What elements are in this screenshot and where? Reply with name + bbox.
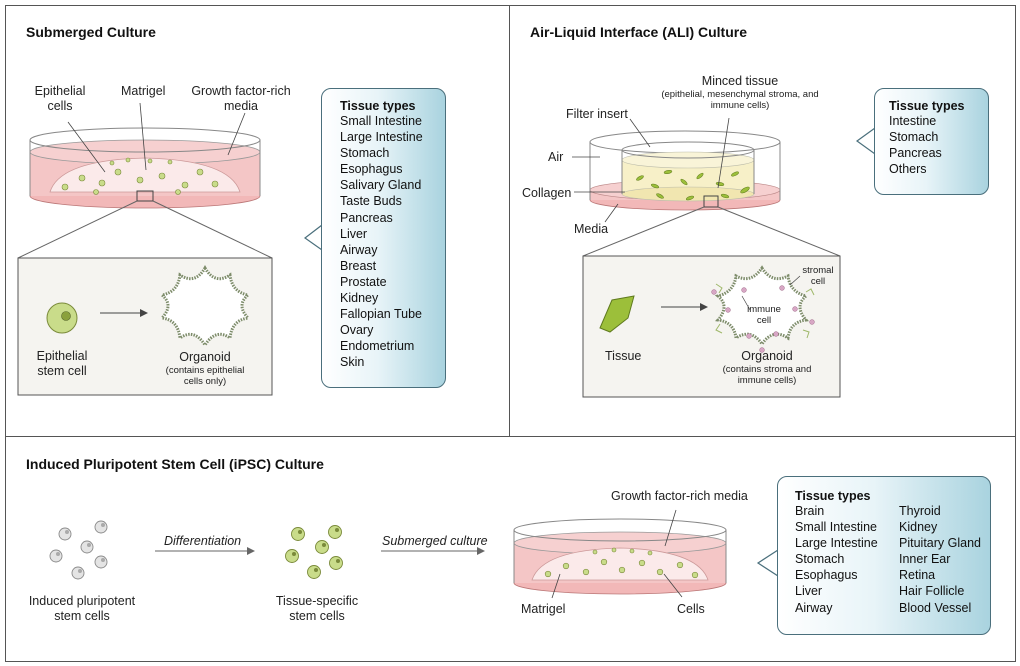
submerged-dish-cells <box>61 157 219 195</box>
tissue-type-item: Kidney <box>899 520 938 535</box>
label-ipsc-growth-media: Growth factor-rich media <box>611 489 748 503</box>
label-ali-organoid: Organoid <box>741 349 793 363</box>
label-media: Media <box>574 222 609 236</box>
tissue-type-item: Kidney <box>340 291 379 306</box>
ali-tissue-shape <box>599 295 635 333</box>
label-filter-insert: Filter insert <box>566 107 628 121</box>
tissue-type-item: Brain <box>795 504 825 518</box>
organoid-shape <box>158 265 252 348</box>
ipsc-dish <box>513 518 727 595</box>
tissue-type-item: Endometrium <box>340 339 415 354</box>
tissue-type-item: Small Intestine <box>340 114 422 128</box>
label-growth-media: Growth factor-rich media <box>191 84 291 113</box>
tissue-type-item: Ovary <box>340 323 374 338</box>
tissue-type-item: Stomach <box>340 146 390 161</box>
label-minced-note: (epithelial, mesenchymal stroma, and imm… <box>661 89 819 111</box>
label-collagen: Collagen <box>522 186 572 200</box>
ali-stromal-cells <box>715 283 815 339</box>
tissue-type-item: Airway <box>340 242 378 257</box>
label-organoid-note: (contains epithelial cells only) <box>165 365 245 387</box>
label-air: Air <box>548 150 564 164</box>
label-ipsc: Induced pluripotent stem cells <box>28 594 136 623</box>
label-tissue: Tissue <box>605 349 642 363</box>
label-differentiation: Differentiation <box>164 534 242 548</box>
tissue-type-item: Fallopian Tube <box>340 307 423 322</box>
label-submerged-culture: Submerged culture <box>382 534 488 548</box>
label-minced-tissue: Minced tissue <box>701 74 779 88</box>
tissue-type-item: Large Intestine <box>340 130 423 145</box>
tissue-type-item: Airway <box>795 600 833 615</box>
submerged-dish <box>29 127 261 209</box>
tissue-type-item: Small Intestine <box>795 520 877 535</box>
label-matrigel: Matrigel <box>121 84 166 98</box>
ali-immune-cells <box>711 285 815 353</box>
tissue-type-item: Large Intestine <box>795 536 878 551</box>
label-epithelial-cells: Epithelial cells <box>34 84 86 113</box>
tissue-type-item: Pituitary Gland <box>899 536 981 551</box>
tissue-type-item: Retina <box>899 568 936 583</box>
tissue-type-item: Others <box>889 162 927 177</box>
ali-zoom-box <box>703 195 719 208</box>
tissue-type-item: Stomach <box>795 552 845 567</box>
tissue-type-item: Esophagus <box>795 568 858 583</box>
tissue-type-item: Liver <box>340 226 368 241</box>
label-tissue-specific: Tissue-specific stem cells <box>275 594 359 623</box>
ipsc-tissue-types-heading: Tissue types <box>795 489 871 503</box>
submerged-title: Submerged Culture <box>26 24 156 40</box>
submerged-zoom-box <box>136 190 154 202</box>
tissue-type-item: Stomach <box>889 130 939 145</box>
tissue-type-item: Inner Ear <box>899 552 951 567</box>
tissue-type-item: Breast <box>340 258 377 273</box>
tissue-specific-cells <box>285 525 343 579</box>
tissue-type-item: Hair Follicle <box>899 584 965 599</box>
tissue-type-item: Skin <box>340 355 365 370</box>
tissue-type-item: Taste Buds <box>340 194 402 209</box>
tissue-type-item: Prostate <box>340 274 387 289</box>
tissue-type-item: Thyroid <box>899 504 941 518</box>
label-immune-cell: immune cell <box>747 304 781 326</box>
tissue-type-item: Esophagus <box>340 162 403 177</box>
label-epithelial-stem-cell: Epithelial stem cell <box>36 349 88 378</box>
ipsc-dish-cells <box>544 547 699 579</box>
tissue-type-item: Intestine <box>889 114 937 128</box>
label-ali-organoid-note: (contains stroma and immune cells) <box>722 364 812 386</box>
ali-tissue-fragments <box>636 170 750 201</box>
tissue-type-item: Blood Vessel <box>899 600 972 615</box>
tissue-type-item: Pancreas <box>889 146 942 161</box>
ali-dish <box>589 130 781 211</box>
label-stromal-cell: stromal cell <box>802 265 834 287</box>
ipsc-title: Induced Pluripotent Stem Cell (iPSC) Cul… <box>26 456 324 472</box>
label-ipsc-cells: Cells <box>677 602 705 616</box>
label-organoid: Organoid <box>179 350 231 364</box>
submerged-tissue-types-heading: Tissue types <box>340 99 416 113</box>
tissue-type-item: Salivary Gland <box>340 178 422 193</box>
ali-tissue-types-heading: Tissue types <box>889 99 965 113</box>
ali-zoom-panel <box>582 255 841 398</box>
label-ipsc-matrigel: Matrigel <box>521 602 566 616</box>
ali-title: Air-Liquid Interface (ALI) Culture <box>530 24 747 40</box>
tissue-type-item: Liver <box>795 584 823 599</box>
tissue-type-item: Pancreas <box>340 210 393 225</box>
